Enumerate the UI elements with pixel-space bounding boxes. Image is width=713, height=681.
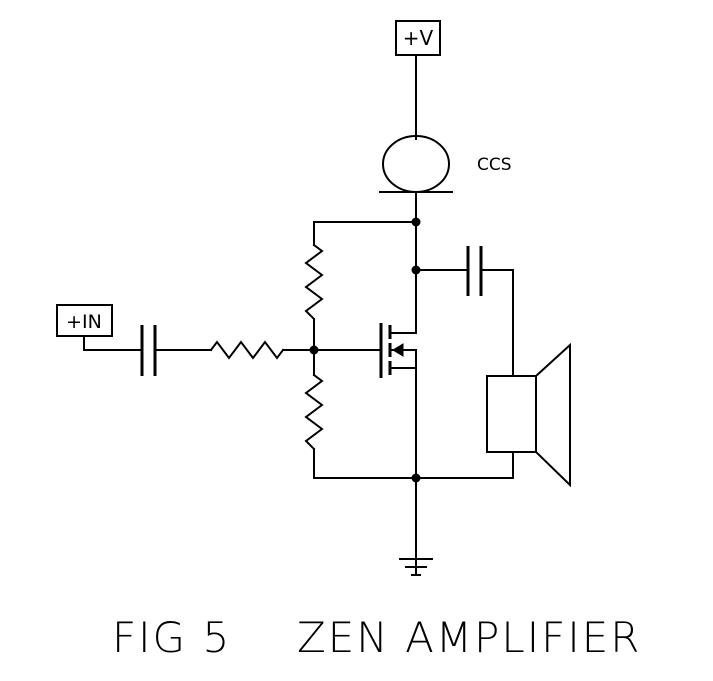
figure-number: FIG 5 bbox=[112, 613, 231, 662]
output-capacitor bbox=[466, 246, 483, 296]
junction-dot-gate bbox=[309, 345, 319, 355]
figure-title: ZEN AMPLIFIER bbox=[297, 613, 641, 662]
speaker-feed-wire bbox=[481, 269, 514, 377]
supply-label: +V bbox=[403, 26, 434, 50]
junction-dot-bottom bbox=[411, 473, 421, 483]
input-wire bbox=[83, 335, 142, 351]
feedback-resistor bbox=[304, 243, 324, 321]
ccs-label: CCS bbox=[477, 155, 512, 175]
speaker-return-wire bbox=[415, 451, 514, 479]
supply-terminal: +V bbox=[395, 20, 441, 56]
bias-resistor bbox=[304, 373, 324, 451]
ccs-current-source bbox=[379, 135, 453, 193]
mosfet-transistor bbox=[379, 323, 417, 378]
input-capacitor bbox=[140, 325, 157, 376]
input-terminal: +IN bbox=[56, 304, 113, 337]
speaker-icon bbox=[486, 342, 571, 488]
junction-dot-output bbox=[411, 265, 421, 275]
input-label: +IN bbox=[66, 311, 102, 333]
junction-dot-top bbox=[411, 217, 421, 227]
input-resistor bbox=[209, 340, 285, 360]
